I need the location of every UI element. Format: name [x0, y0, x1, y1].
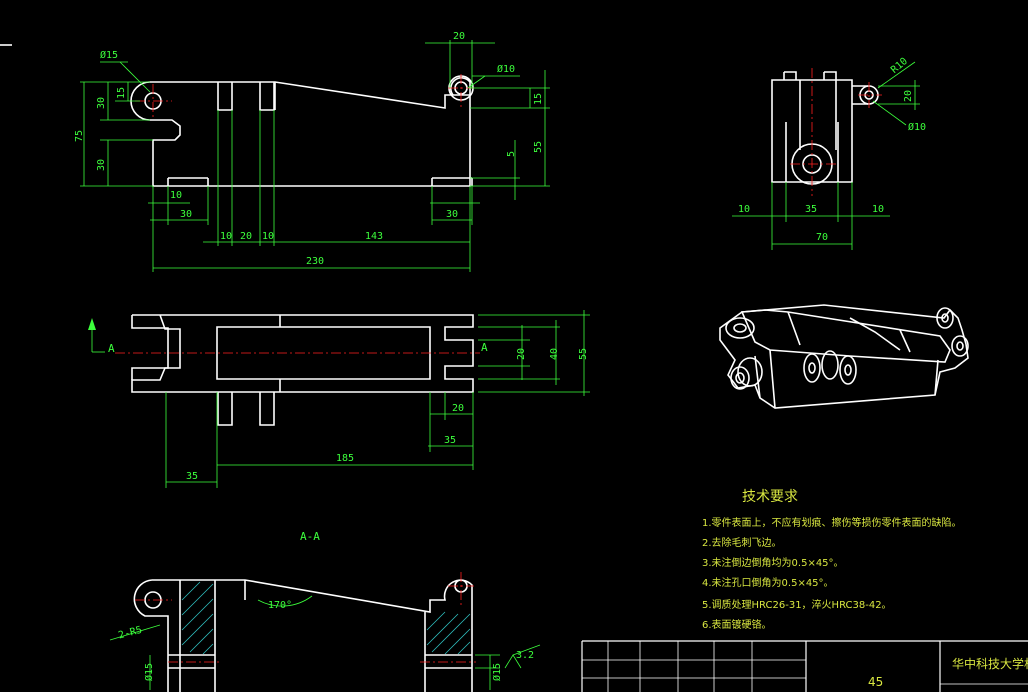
dim-143: 143 — [365, 231, 383, 242]
section-label: A-A — [300, 530, 320, 543]
requirement-item: 2.去除毛刺飞边。 — [702, 536, 782, 549]
dim-55: 55 — [533, 141, 544, 153]
dim-230: 230 — [306, 256, 324, 267]
dim-t20b: 20 — [452, 403, 464, 414]
dim-d15a: Ø15 — [143, 663, 155, 681]
section-view: A-A 170° 2-R5 Ø15 Ø15 3.2 — [109, 530, 541, 692]
roughness-value: 3.2 — [516, 650, 534, 661]
dim-s20: 20 — [903, 90, 914, 102]
dim-b10a: 10 — [170, 190, 182, 201]
dim-t35a: 35 — [444, 435, 456, 446]
dim-2-r5: 2-R5 — [117, 625, 143, 642]
dim-d10: Ø10 — [497, 63, 515, 75]
top-view: A A 20 40 55 20 35 35 185 — [88, 310, 590, 488]
section-mark-right: A — [481, 341, 488, 354]
dim-15: 15 — [116, 87, 127, 99]
front-view: Ø15 20 Ø10 75 30 15 30 15 5 55 10 30 30 … — [74, 31, 550, 272]
dim-b10b: 10 — [220, 231, 232, 242]
dim-t185: 185 — [336, 453, 354, 464]
dim-t40: 40 — [549, 348, 560, 360]
side-view: R10 20 Ø10 10 35 10 70 — [732, 56, 926, 250]
title-block: 45 华中科技大学机 — [581, 640, 1028, 692]
dim-top-20: 20 — [453, 31, 465, 42]
isometric-view — [719, 304, 969, 409]
dim-b10c: 10 — [262, 231, 274, 242]
dim-r10: R10 — [889, 56, 910, 76]
material-value: 45 — [868, 675, 883, 689]
dim-b30a: 30 — [180, 209, 192, 220]
requirement-item: 1.零件表面上，不应有划痕、擦伤等损伤零件表面的缺陷。 — [702, 516, 962, 529]
dim-s35: 35 — [805, 204, 817, 215]
dim-r15: 15 — [533, 93, 544, 105]
dim-75: 75 — [74, 130, 85, 142]
dim-t35b: 35 — [186, 471, 198, 482]
requirement-item: 4.未注孔口倒角为0.5×45°。 — [702, 576, 834, 589]
school-name: 华中科技大学机 — [952, 656, 1028, 671]
dim-30a: 30 — [96, 97, 107, 109]
dim-b30b: 30 — [446, 209, 458, 220]
requirement-item: 6.表面镀硬铬。 — [702, 618, 772, 631]
section-mark-left: A — [108, 342, 115, 355]
dim-t55: 55 — [578, 348, 589, 360]
dim-s10a: 10 — [738, 204, 750, 215]
dim-s10b: 10 — [872, 204, 884, 215]
requirement-item: 5.调质处理HRC26-31，淬火HRC38-42。 — [702, 598, 892, 611]
technical-requirements: 技术要求 1.零件表面上，不应有划痕、擦伤等损伤零件表面的缺陷。 2.去除毛刺飞… — [702, 489, 962, 631]
dim-r5: 5 — [506, 151, 517, 157]
section-arrow-icon — [88, 318, 96, 330]
requirements-heading: 技术要求 — [742, 489, 798, 505]
dim-t20a: 20 — [516, 348, 527, 360]
dim-d15b: Ø15 — [491, 663, 503, 681]
dim-sd10: Ø10 — [908, 121, 926, 133]
dim-angle: 170° — [268, 600, 292, 611]
hatching — [181, 581, 471, 655]
dim-s70: 70 — [816, 232, 828, 243]
requirement-item: 3.未注倒边倒角均为0.5×45°。 — [702, 556, 844, 569]
dim-d15: Ø15 — [100, 49, 118, 61]
dim-30b: 30 — [96, 159, 107, 171]
dim-b20: 20 — [240, 231, 252, 242]
